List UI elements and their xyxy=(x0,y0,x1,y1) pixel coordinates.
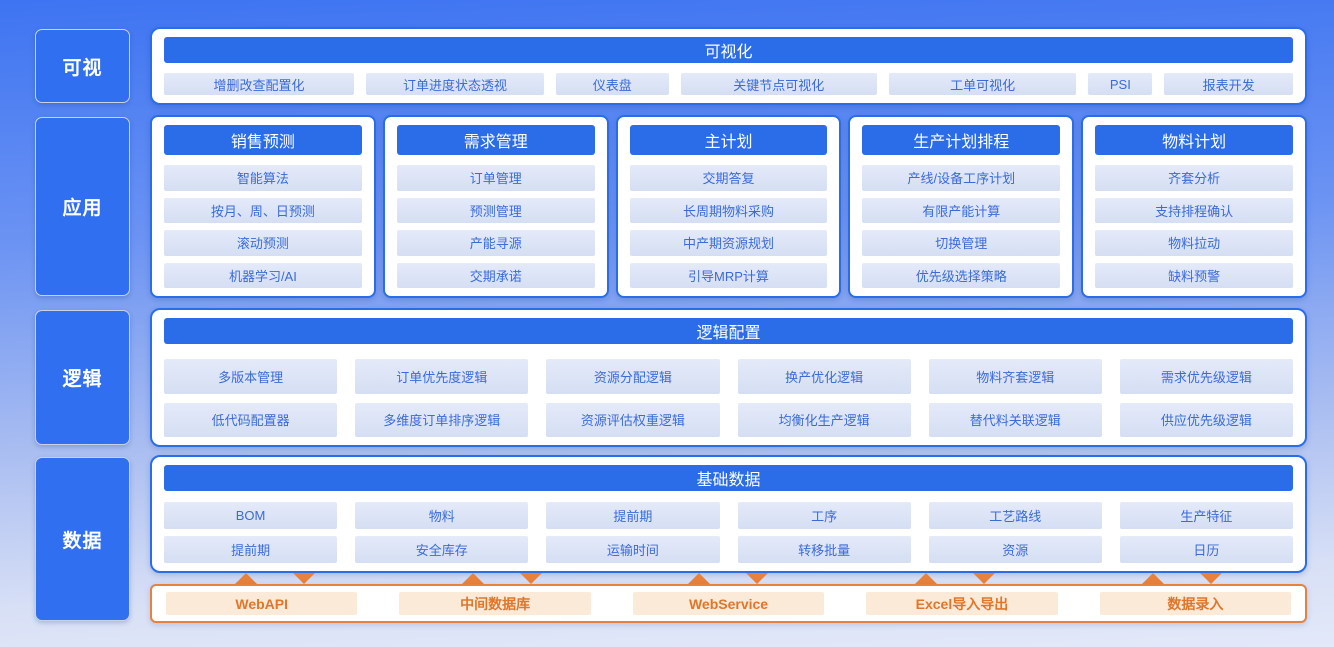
feature-chip: 需求优先级逻辑 xyxy=(1119,359,1293,394)
up-arrow-icon xyxy=(688,573,711,585)
feature-chip: PSI xyxy=(1088,73,1153,95)
app-column-material-plan: 物料计划 齐套分析 支持排程确认 物料拉动 缺料预警 xyxy=(1081,115,1307,298)
visual-row: 可视 可视化 增删改查配置化 订单进度状态透视 仪表盘 关键节点可视化 工单可视… xyxy=(35,27,1307,105)
app-column-header: 销售预测 xyxy=(164,125,362,155)
feature-chip: 关键节点可视化 xyxy=(680,73,877,95)
feature-chip: 齐套分析 xyxy=(1095,165,1293,191)
feature-chip: 安全库存 xyxy=(355,536,529,563)
feature-chip: 有限产能计算 xyxy=(862,197,1061,223)
app-column-production-scheduling: 生产计划排程 产线/设备工序计划 有限产能计算 切换管理 优先级选择策略 xyxy=(848,115,1075,298)
data-items: BOM 物料 提前期 工序 工艺路线 生产特征 提前期 安全库存 运输时间 转移… xyxy=(164,502,1293,563)
feature-chip: 仪表盘 xyxy=(555,73,669,95)
row-label-visual: 可视 xyxy=(35,29,130,103)
feature-chip: BOM xyxy=(164,502,338,529)
visual-header: 可视化 xyxy=(164,37,1293,63)
feature-chip: 支持排程确认 xyxy=(1095,197,1293,223)
feature-chip: 换产优化逻辑 xyxy=(737,359,911,394)
app-column-header: 需求管理 xyxy=(396,125,595,155)
feature-chip: 长周期物料采购 xyxy=(629,197,828,223)
feature-chip: 提前期 xyxy=(546,502,720,529)
feature-chip: 按月、周、日预测 xyxy=(164,197,362,223)
feature-chip: 优先级选择策略 xyxy=(862,262,1061,288)
feature-chip: 转移批量 xyxy=(737,536,911,563)
feature-chip: 多维度订单排序逻辑 xyxy=(355,402,529,437)
logic-items: 多版本管理 订单优先度逻辑 资源分配逻辑 换产优化逻辑 物料齐套逻辑 需求优先级… xyxy=(164,359,1293,437)
feature-chip: 资源分配逻辑 xyxy=(546,359,720,394)
feature-chip: 替代料关联逻辑 xyxy=(928,402,1102,437)
data-panel: 基础数据 BOM 物料 提前期 工序 工艺路线 生产特征 提前期 安全库存 运输… xyxy=(150,455,1307,573)
integration-chip: 数据录入 xyxy=(1099,592,1292,615)
feature-chip: 产线/设备工序计划 xyxy=(862,165,1061,191)
app-column-demand-mgmt: 需求管理 订单管理 预测管理 产能寻源 交期承诺 xyxy=(382,115,609,298)
feature-chip: 物料拉动 xyxy=(1095,230,1293,256)
feature-chip: 物料 xyxy=(355,502,529,529)
application-row: 应用 销售预测 智能算法 按月、周、日预测 滚动预测 机器学习/AI 需求管理 … xyxy=(35,115,1307,298)
data-row: 数据 基础数据 BOM 物料 提前期 工序 工艺路线 生产特征 提前期 安全库存… xyxy=(35,455,1307,623)
app-column-master-plan: 主计划 交期答复 长周期物料采购 中产期资源规划 引导MRP计算 xyxy=(615,115,842,298)
feature-chip: 工单可视化 xyxy=(888,73,1077,95)
down-arrow-icon xyxy=(973,573,996,585)
app-column-header: 生产计划排程 xyxy=(862,125,1061,155)
data-flow-arrows xyxy=(162,573,1295,585)
integration-panel: WebAPI 中间数据库 WebService Excel导入导出 数据录入 xyxy=(150,584,1307,623)
feature-chip: 工序 xyxy=(737,502,911,529)
visual-items: 增删改查配置化 订单进度状态透视 仪表盘 关键节点可视化 工单可视化 PSI 报… xyxy=(164,73,1293,95)
feature-chip: 预测管理 xyxy=(396,197,595,223)
app-column-header: 物料计划 xyxy=(1095,125,1293,155)
feature-chip: 工艺路线 xyxy=(928,502,1102,529)
feature-chip: 生产特征 xyxy=(1119,502,1293,529)
visual-panel: 可视化 增删改查配置化 订单进度状态透视 仪表盘 关键节点可视化 工单可视化 P… xyxy=(150,27,1307,105)
up-arrow-icon xyxy=(461,573,484,585)
feature-chip: 切换管理 xyxy=(862,230,1061,256)
feature-chip: 产能寻源 xyxy=(396,230,595,256)
feature-chip: 订单管理 xyxy=(396,165,595,191)
app-column-sales-forecast: 销售预测 智能算法 按月、周、日预测 滚动预测 机器学习/AI xyxy=(150,115,376,298)
feature-chip: 订单进度状态透视 xyxy=(366,73,544,95)
feature-chip: 运输时间 xyxy=(546,536,720,563)
feature-chip: 增删改查配置化 xyxy=(164,73,355,95)
feature-chip: 智能算法 xyxy=(164,165,362,191)
feature-chip: 交期承诺 xyxy=(396,262,595,288)
feature-chip: 机器学习/AI xyxy=(164,262,362,288)
feature-chip: 日历 xyxy=(1119,536,1293,563)
up-arrow-icon xyxy=(235,573,258,585)
integration-chip: WebService xyxy=(632,592,825,615)
app-column-header: 主计划 xyxy=(629,125,828,155)
feature-chip: 交期答复 xyxy=(629,165,828,191)
logic-panel: 逻辑配置 多版本管理 订单优先度逻辑 资源分配逻辑 换产优化逻辑 物料齐套逻辑 … xyxy=(150,308,1307,447)
integration-chip: Excel导入导出 xyxy=(866,592,1058,615)
integration-chip: WebAPI xyxy=(166,592,358,615)
feature-chip: 滚动预测 xyxy=(164,230,362,256)
feature-chip: 资源 xyxy=(928,536,1102,563)
feature-chip: 订单优先度逻辑 xyxy=(355,359,529,394)
down-arrow-icon xyxy=(519,573,542,585)
feature-chip: 均衡化生产逻辑 xyxy=(737,402,911,437)
integration-chip: 中间数据库 xyxy=(399,592,591,615)
up-arrow-icon xyxy=(1141,573,1164,585)
row-label-application: 应用 xyxy=(35,117,130,296)
logic-header: 逻辑配置 xyxy=(164,318,1293,344)
down-arrow-icon xyxy=(746,573,769,585)
feature-chip: 多版本管理 xyxy=(164,359,338,394)
feature-chip: 物料齐套逻辑 xyxy=(928,359,1102,394)
feature-chip: 报表开发 xyxy=(1164,73,1293,95)
feature-chip: 低代码配置器 xyxy=(164,402,338,437)
feature-chip: 缺料预警 xyxy=(1095,262,1293,288)
feature-chip: 资源评估权重逻辑 xyxy=(546,402,720,437)
feature-chip: 提前期 xyxy=(164,536,338,563)
row-label-logic: 逻辑 xyxy=(35,310,130,445)
feature-chip: 中产期资源规划 xyxy=(629,230,828,256)
down-arrow-icon xyxy=(293,573,316,585)
up-arrow-icon xyxy=(915,573,938,585)
down-arrow-icon xyxy=(1199,573,1222,585)
feature-chip: 引导MRP计算 xyxy=(629,262,828,288)
logic-row: 逻辑 逻辑配置 多版本管理 订单优先度逻辑 资源分配逻辑 换产优化逻辑 物料齐套… xyxy=(35,308,1307,447)
feature-chip: 供应优先级逻辑 xyxy=(1119,402,1293,437)
row-label-data: 数据 xyxy=(35,457,130,621)
data-header: 基础数据 xyxy=(164,465,1293,491)
